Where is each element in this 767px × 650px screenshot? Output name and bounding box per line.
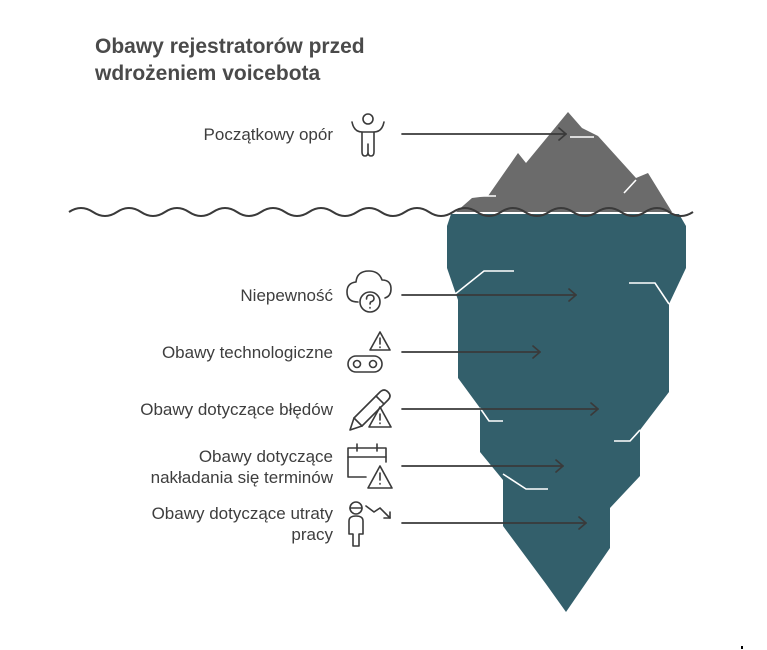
arrow-uncertainty: [401, 288, 577, 302]
iceberg-underwater: [447, 214, 686, 612]
label-job-loss-line-2: pracy: [291, 525, 333, 544]
gear-warning-icon: [347, 331, 391, 373]
calendar-warning-icon: [347, 443, 393, 489]
label-job-loss-concerns: Obawy dotyczące utraty pracy: [152, 503, 333, 545]
label-uncertainty: Niepewność: [240, 286, 333, 305]
label-scheduling-line-1: Obawy dotyczące: [198, 447, 333, 466]
label-scheduling-overlap-concerns: Obawy dotyczące nakładania się terminów: [151, 446, 333, 488]
arrow-errors: [401, 402, 599, 416]
arrow-job-loss: [401, 516, 587, 530]
arrows: [401, 127, 599, 530]
person-trending-down-icon: [348, 501, 391, 547]
label-initial-resistance: Początkowy opór: [203, 125, 333, 144]
corner-dot: [741, 646, 743, 649]
arrow-initial-resistance: [401, 127, 567, 141]
label-technology-concerns: Obawy technologiczne: [161, 343, 333, 362]
label-job-loss-line-1: Obawy dotyczące utraty: [151, 504, 333, 523]
arrow-technology: [401, 345, 541, 359]
arrow-scheduling: [401, 459, 564, 473]
iceberg-tip: [456, 112, 672, 212]
person-arms-raised-icon: [351, 113, 385, 157]
iceberg-underwater-highlights: [453, 270, 670, 490]
pencil-warning-icon: [349, 389, 392, 431]
label-scheduling-line-2: nakładania się terminów: [150, 468, 333, 487]
diagram-title: Obawy rejestratorów przed wdrożeniem voi…: [95, 35, 365, 85]
iceberg-tip-highlights: [474, 136, 637, 197]
water-line: [68, 207, 694, 217]
cloud-question-icon: [346, 270, 392, 313]
label-error-concerns: Obawy dotyczące błędów: [140, 400, 333, 419]
